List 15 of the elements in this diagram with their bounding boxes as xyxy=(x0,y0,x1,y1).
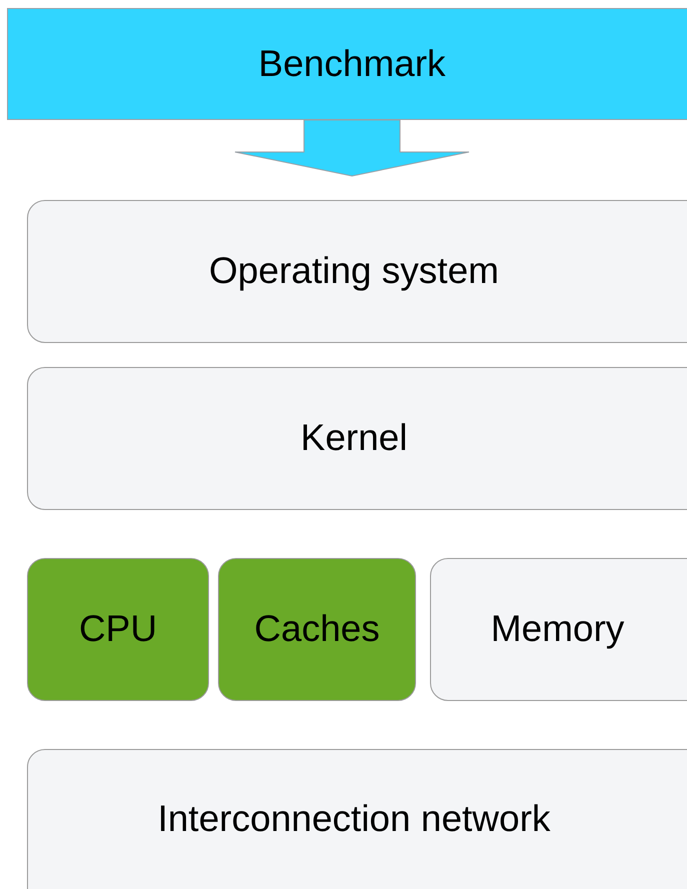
node-label: CPU xyxy=(78,607,158,652)
banner-band xyxy=(7,8,687,120)
layer-box xyxy=(27,749,687,889)
node-label: Caches xyxy=(254,607,380,652)
component-box xyxy=(218,558,416,701)
layer-box xyxy=(27,367,687,510)
node-label: Benchmark xyxy=(258,42,446,86)
block-arrow xyxy=(234,120,470,177)
node-label: Operating system xyxy=(209,249,499,294)
component-box xyxy=(430,558,687,701)
component-box xyxy=(27,558,209,701)
layer-box xyxy=(27,200,687,343)
node-label: Interconnection network xyxy=(158,796,550,841)
node-label: Kernel xyxy=(300,416,408,460)
node-label: Memory xyxy=(490,607,624,652)
